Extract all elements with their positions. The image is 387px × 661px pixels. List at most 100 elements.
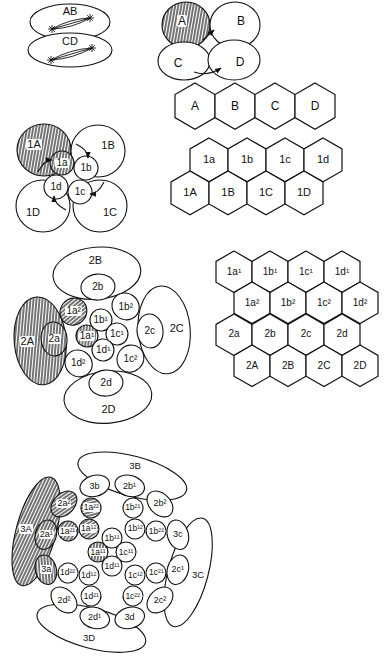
- cell-shape: [46, 582, 82, 618]
- cell-shape: [74, 156, 98, 180]
- cell-label: 1a¹¹: [89, 548, 106, 557]
- cell-label: 1a²: [65, 306, 81, 316]
- blastomere-cell: 1b²¹: [121, 496, 145, 520]
- cell-outline: [76, 450, 189, 502]
- cell-label: 1a²²: [83, 503, 100, 512]
- lineage-hexagon: 2a: [216, 314, 252, 356]
- hexagon-shape: [270, 345, 306, 387]
- cell-label: 1b²²: [149, 527, 164, 536]
- cell-outline: [69, 123, 127, 179]
- lineage-hexagon: 1b¹: [252, 251, 288, 293]
- cell-label: A: [177, 15, 187, 27]
- lineage-hexagon: 2A: [234, 345, 270, 387]
- cell-label: 1d²¹: [84, 592, 99, 601]
- shaded-cell-shape: [32, 517, 60, 551]
- cell-shape: [135, 313, 164, 349]
- hexagon-label: 1a¹: [227, 267, 241, 277]
- cell-label: 3C: [192, 570, 204, 580]
- blastomere-cell: 1d¹²: [77, 563, 101, 587]
- shaded-cell-shape: [78, 494, 105, 521]
- lineage-hexagon: 1a¹: [216, 251, 252, 293]
- cell-label: 1b¹: [93, 315, 107, 325]
- cell-label: 1d¹²: [81, 571, 96, 580]
- shaded-cell-shape: [55, 292, 93, 330]
- hexagon-label: 1d²: [353, 298, 367, 308]
- hexagon-label: 1C: [259, 187, 273, 198]
- blastomere-cell: 2b: [79, 272, 117, 302]
- lineage-hexagon: 1c: [266, 138, 304, 182]
- cell-shape: [121, 515, 149, 543]
- hexagon-label: 1b²: [281, 298, 295, 308]
- cell-label: 1a¹²: [80, 524, 97, 533]
- hexagon-label: B: [231, 100, 239, 112]
- cell-label: 1d²²: [60, 568, 75, 577]
- cell-shape: [77, 604, 111, 632]
- blastomere-cell: 3c: [165, 518, 191, 551]
- lineage-hexagon: 1a²: [234, 282, 270, 324]
- hexagon-label: 1d¹: [335, 267, 349, 277]
- cell-shape: [91, 338, 115, 362]
- blastomere-cell: 1d¹: [90, 337, 116, 363]
- blastomere-cell: 3b: [78, 473, 111, 499]
- cell-label: 2c²: [154, 596, 167, 605]
- cell-label: 1a: [55, 158, 68, 168]
- blastomere-cell: 3D: [35, 602, 148, 654]
- cell-label: 2b²: [154, 499, 167, 508]
- cell-label: 2c¹: [171, 565, 184, 574]
- cell-label: 1B: [101, 140, 114, 151]
- blastomere-cell: 1d²: [63, 348, 94, 379]
- cell-label: 2D: [101, 404, 115, 415]
- lineage-hexagon: 1A: [171, 171, 209, 215]
- blastomere-cell: 1c¹²: [123, 563, 147, 587]
- cell-shape: [54, 559, 81, 586]
- cell-outline: [162, 516, 214, 629]
- blastomere-cell: 2B: [51, 245, 143, 301]
- cell-label: 2a²: [56, 499, 71, 508]
- lineage-hexagon: D: [295, 83, 335, 129]
- cell-label: D: [236, 56, 245, 68]
- cell-shape: [78, 583, 105, 610]
- cell-label: 1c²¹: [149, 568, 164, 577]
- lineage-hexagon: C: [255, 83, 295, 129]
- hexagon-label: 1A: [183, 187, 196, 198]
- cell-shape: [73, 180, 127, 232]
- hexagon-label: 1B: [221, 187, 234, 198]
- cell-shape: [143, 559, 170, 586]
- cell-outline: [156, 40, 212, 82]
- cell-label: CD: [62, 36, 78, 47]
- hexagon-label: 2B: [282, 361, 294, 371]
- blastomere-cell: 1b¹¹: [100, 526, 124, 550]
- shaded-cell-shape: [32, 552, 60, 586]
- cell-label: 1c²: [123, 354, 137, 364]
- blastomere-cell: 1a²¹: [56, 519, 80, 543]
- cell-outline: [206, 38, 262, 82]
- hexagon-label: 1D: [297, 187, 311, 198]
- cell-shape: [102, 556, 122, 576]
- hexagon-label: 2C: [318, 361, 331, 371]
- cell-shape: [88, 368, 124, 397]
- lineage-hexagon: 2B: [270, 345, 306, 387]
- cell-outline: [208, 0, 262, 50]
- cell-label: B: [237, 15, 245, 27]
- cell-shape: [111, 340, 149, 378]
- hexagon-label: 1c²: [317, 298, 331, 308]
- hexagon-shape: [209, 171, 247, 215]
- cell-label: 3c: [173, 530, 183, 539]
- lineage-hexagon: 2d: [324, 314, 360, 356]
- shaded-cell-shape: [40, 321, 69, 357]
- cell-label: 1b: [80, 163, 91, 173]
- lineage-hexagon: 1c¹: [288, 251, 324, 293]
- blastomere-cell: CD: [26, 31, 114, 69]
- blastomere-cell: 2d²: [49, 585, 79, 615]
- blastomere-cell: 2c¹: [165, 553, 191, 586]
- cell-label: 1b¹²: [128, 524, 143, 533]
- blastomere-cell: 2d: [87, 368, 125, 398]
- cell-label: 2b: [92, 282, 103, 292]
- blastomere-cell: 1c²²: [121, 584, 145, 608]
- blastomere-cell: 1D: [14, 178, 72, 234]
- cell-label: 2a: [48, 334, 61, 344]
- blastomere-cell: 1b²: [110, 291, 141, 322]
- cell-label: 1a²¹: [59, 527, 76, 536]
- blastomere-cell: 2a: [39, 320, 69, 358]
- cell-label: 3B: [129, 461, 141, 471]
